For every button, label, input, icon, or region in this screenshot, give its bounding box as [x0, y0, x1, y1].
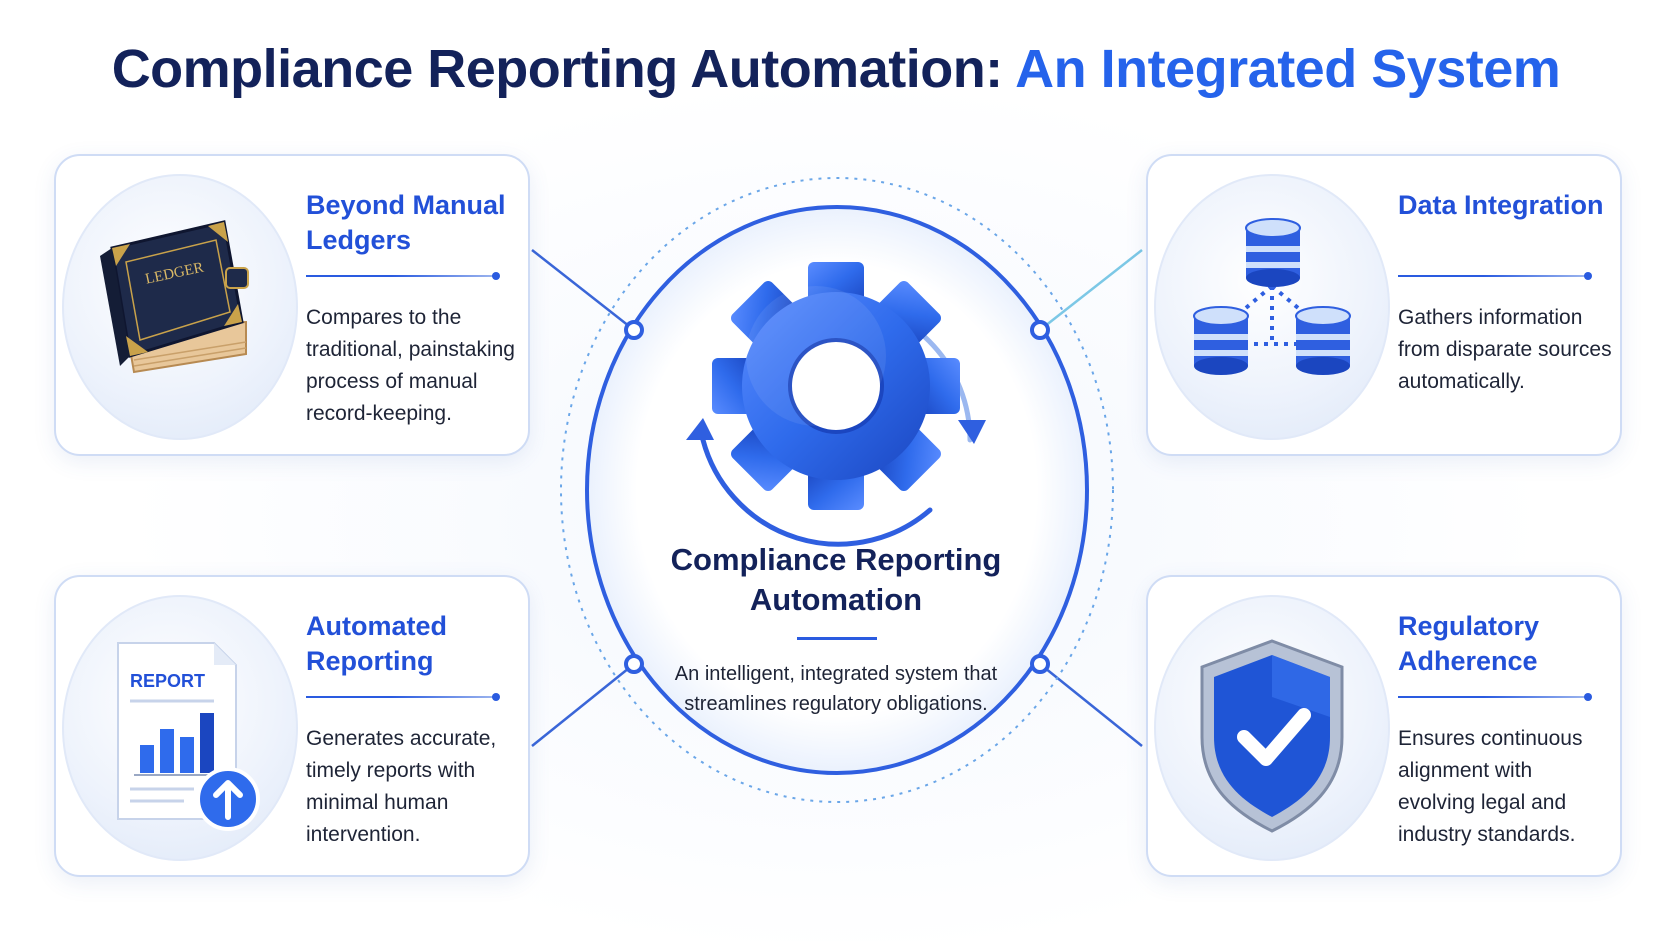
- card-title: Beyond Manual Ledgers: [306, 190, 506, 255]
- connector-node-bottom-left: [624, 654, 644, 674]
- card-divider: [1398, 272, 1592, 280]
- card-automated-reporting: REPORT Automated Reporting Generates acc…: [54, 575, 530, 877]
- rotation-arrowhead-left: [686, 418, 714, 440]
- icon-circle: [1154, 595, 1390, 861]
- center-title: Compliance Reporting Automation: [670, 542, 1002, 617]
- card-title: Regulatory Adherence: [1398, 611, 1540, 676]
- connector-node-bottom-right: [1030, 654, 1050, 674]
- card-title: Data Integration: [1398, 190, 1604, 220]
- card-description: Generates accurate, timely reports with …: [306, 727, 497, 846]
- center-description: An intelligent, integrated system that s…: [674, 663, 998, 715]
- connector-bottom-right: [1039, 663, 1143, 747]
- card-description: Compares to the traditional, painstaking…: [306, 306, 515, 425]
- card-regulatory-adherence: Regulatory Adherence Ensures continuous …: [1146, 575, 1622, 877]
- title-accent: An Integrated System: [1015, 39, 1561, 99]
- center-divider: [797, 637, 877, 640]
- connector-node-top-left: [624, 320, 644, 340]
- shield-check-icon: [1200, 639, 1344, 833]
- connector-top-left: [531, 249, 635, 331]
- report-document-icon: REPORT: [117, 642, 260, 831]
- title-main: Compliance Reporting Automation:: [111, 39, 1016, 99]
- card-data-integration: Data Integration Gathers information fro…: [1146, 154, 1622, 456]
- outer-dotted-ring: [560, 177, 1114, 803]
- ledger-book-icon: LEDGER: [100, 220, 249, 374]
- connector-bottom-left: [531, 663, 635, 747]
- database-network-icon: [1193, 218, 1351, 375]
- card-divider: [306, 693, 500, 701]
- card-description: Gathers information from disparate sourc…: [1398, 306, 1612, 393]
- icon-circle: [1154, 174, 1390, 440]
- card-divider: [306, 272, 500, 280]
- card-description: Ensures continuous alignment with evolvi…: [1398, 727, 1583, 846]
- gear-icon: [712, 262, 960, 510]
- card-divider: [1398, 693, 1592, 701]
- icon-circle: REPORT: [62, 595, 298, 861]
- rotation-arrowhead-right: [958, 420, 986, 444]
- card-title: Automated Reporting: [306, 611, 447, 676]
- page-title: Compliance Reporting Automation: An Inte…: [0, 38, 1672, 100]
- icon-circle: LEDGER: [62, 174, 298, 440]
- report-label: REPORT: [130, 671, 205, 691]
- connector-top-right: [1039, 249, 1143, 331]
- connector-node-top-right: [1030, 320, 1050, 340]
- card-manual-ledgers: LEDGER Beyond Manual Ledgers Compares to…: [54, 154, 530, 456]
